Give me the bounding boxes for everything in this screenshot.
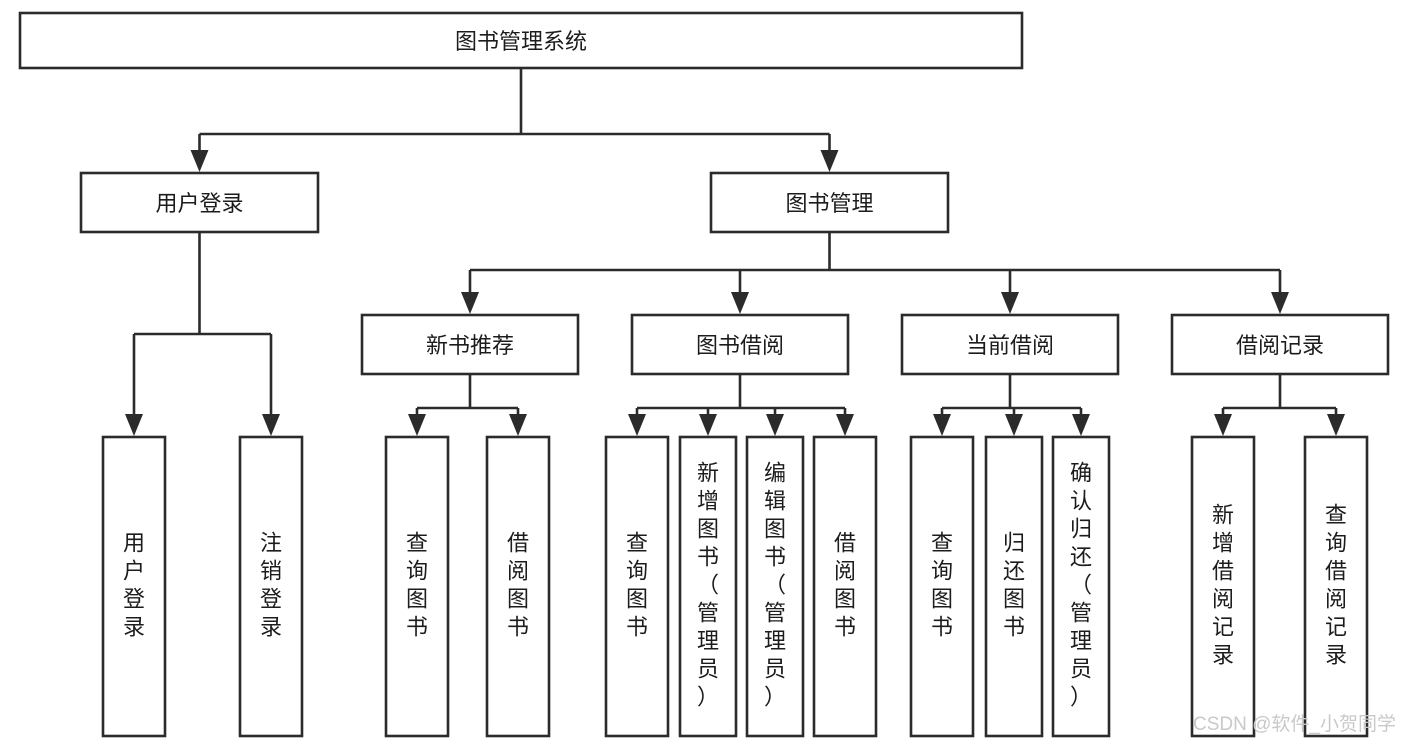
- node-leaf-add-borrow-record[interactable]: 新增借阅记录: [1190, 435, 1256, 738]
- node-leaf-query-book-2[interactable]: 查询图书: [604, 435, 670, 738]
- node-box-current-borrow[interactable]: [900, 313, 1120, 376]
- node-box-leaf-add-book[interactable]: [678, 435, 738, 738]
- arrow-head-leaf-borrow-book-2: [836, 414, 854, 436]
- node-book-management[interactable]: 图书管理: [709, 171, 950, 234]
- node-root[interactable]: 图书管理系统: [18, 11, 1024, 70]
- node-label-leaf-user-login: 用户登录: [123, 531, 145, 640]
- arrow-head-book-management: [820, 150, 839, 172]
- node-label-book-borrow: 图书借阅: [696, 333, 784, 358]
- arrow-head-leaf-query-borrow-record: [1327, 414, 1345, 436]
- node-box-root[interactable]: [18, 11, 1024, 70]
- node-leaf-borrow-book-2[interactable]: 借阅图书: [812, 435, 878, 738]
- node-label-borrow-record: 借阅记录: [1236, 333, 1324, 358]
- node-box-leaf-query-borrow-record[interactable]: [1303, 435, 1369, 738]
- arrow-head-leaf-add-borrow-record: [1214, 414, 1232, 436]
- node-box-leaf-query-book-3[interactable]: [909, 435, 975, 738]
- node-leaf-borrow-book-1[interactable]: 借阅图书: [485, 435, 551, 738]
- arrow-head-leaf-query-book-1: [408, 414, 426, 436]
- arrow-head-leaf-user-login: [125, 414, 143, 436]
- node-label-leaf-edit-book: 编辑图书（管理员）: [764, 461, 786, 710]
- node-box-leaf-edit-book[interactable]: [745, 435, 805, 738]
- node-box-leaf-return-book[interactable]: [984, 435, 1044, 738]
- node-label-book-management: 图书管理: [785, 191, 873, 216]
- node-leaf-edit-book[interactable]: 编辑图书（管理员）: [745, 435, 805, 738]
- node-leaf-query-book-3[interactable]: 查询图书: [909, 435, 975, 738]
- connector-layer: [125, 68, 1345, 436]
- node-box-leaf-user-login[interactable]: [101, 435, 167, 738]
- arrow-head-book-borrow: [731, 292, 749, 314]
- node-leaf-user-login[interactable]: 用户登录: [101, 435, 167, 738]
- arrow-head-leaf-query-book-2: [628, 414, 646, 436]
- node-label-leaf-query-book-1: 查询图书: [406, 531, 428, 640]
- arrow-head-leaf-confirm-return: [1072, 414, 1090, 436]
- node-box-leaf-borrow-book-2[interactable]: [812, 435, 878, 738]
- node-leaf-confirm-return[interactable]: 确认归还（管理员）: [1051, 435, 1111, 738]
- arrow-head-leaf-edit-book: [766, 414, 784, 436]
- node-leaf-logout[interactable]: 注销登录: [238, 435, 304, 738]
- node-box-leaf-query-book-1[interactable]: [384, 435, 450, 738]
- node-layer: 图书管理系统用户登录图书管理新书推荐图书借阅当前借阅借阅记录用户登录注销登录查询…: [18, 11, 1390, 738]
- node-label-leaf-query-book-3: 查询图书: [931, 531, 953, 640]
- arrow-head-leaf-borrow-book-1: [509, 414, 527, 436]
- node-label-leaf-borrow-book-1: 借阅图书: [507, 531, 529, 640]
- node-label-root: 图书管理系统: [455, 29, 587, 54]
- node-new-book-recommend[interactable]: 新书推荐: [360, 313, 580, 376]
- node-label-leaf-query-borrow-record: 查询借阅记录: [1325, 503, 1347, 668]
- arrow-head-leaf-logout: [262, 414, 280, 436]
- node-label-leaf-logout: 注销登录: [260, 531, 282, 640]
- node-label-current-borrow: 当前借阅: [966, 333, 1054, 358]
- node-label-leaf-confirm-return: 确认归还（管理员）: [1070, 461, 1092, 710]
- csdn-watermark: CSDN @软件_小贺同学: [1193, 713, 1396, 735]
- node-box-leaf-logout[interactable]: [238, 435, 304, 738]
- node-box-new-book-recommend[interactable]: [360, 313, 580, 376]
- node-label-leaf-add-book: 新增图书（管理员）: [697, 461, 719, 710]
- node-leaf-query-book-1[interactable]: 查询图书: [384, 435, 450, 738]
- node-box-user-login[interactable]: [79, 171, 320, 234]
- node-leaf-query-borrow-record[interactable]: 查询借阅记录: [1303, 435, 1369, 738]
- node-box-leaf-add-borrow-record[interactable]: [1190, 435, 1256, 738]
- arrow-head-leaf-add-book: [699, 414, 717, 436]
- node-borrow-record[interactable]: 借阅记录: [1170, 313, 1390, 376]
- node-box-book-management[interactable]: [709, 171, 950, 234]
- node-box-leaf-confirm-return[interactable]: [1051, 435, 1111, 738]
- arrow-head-leaf-query-book-3: [933, 414, 951, 436]
- arrow-head-current-borrow: [1001, 292, 1019, 314]
- node-current-borrow[interactable]: 当前借阅: [900, 313, 1120, 376]
- node-box-book-borrow[interactable]: [630, 313, 850, 376]
- node-box-leaf-query-book-2[interactable]: [604, 435, 670, 738]
- arrow-head-borrow-record: [1271, 292, 1289, 314]
- arrow-head-new-book-recommend: [461, 292, 479, 314]
- node-label-leaf-borrow-book-2: 借阅图书: [834, 531, 856, 640]
- node-label-user-login: 用户登录: [155, 191, 243, 216]
- node-label-leaf-add-borrow-record: 新增借阅记录: [1212, 503, 1234, 668]
- node-user-login[interactable]: 用户登录: [79, 171, 320, 234]
- node-book-borrow[interactable]: 图书借阅: [630, 313, 850, 376]
- node-label-leaf-query-book-2: 查询图书: [626, 531, 648, 640]
- node-leaf-return-book[interactable]: 归还图书: [984, 435, 1044, 738]
- node-box-leaf-borrow-book-1[interactable]: [485, 435, 551, 738]
- node-label-new-book-recommend: 新书推荐: [426, 333, 514, 358]
- node-box-borrow-record[interactable]: [1170, 313, 1390, 376]
- node-leaf-add-book[interactable]: 新增图书（管理员）: [678, 435, 738, 738]
- arrow-head-user-login: [190, 150, 209, 172]
- node-label-leaf-return-book: 归还图书: [1003, 531, 1025, 640]
- arrow-head-leaf-return-book: [1005, 414, 1023, 436]
